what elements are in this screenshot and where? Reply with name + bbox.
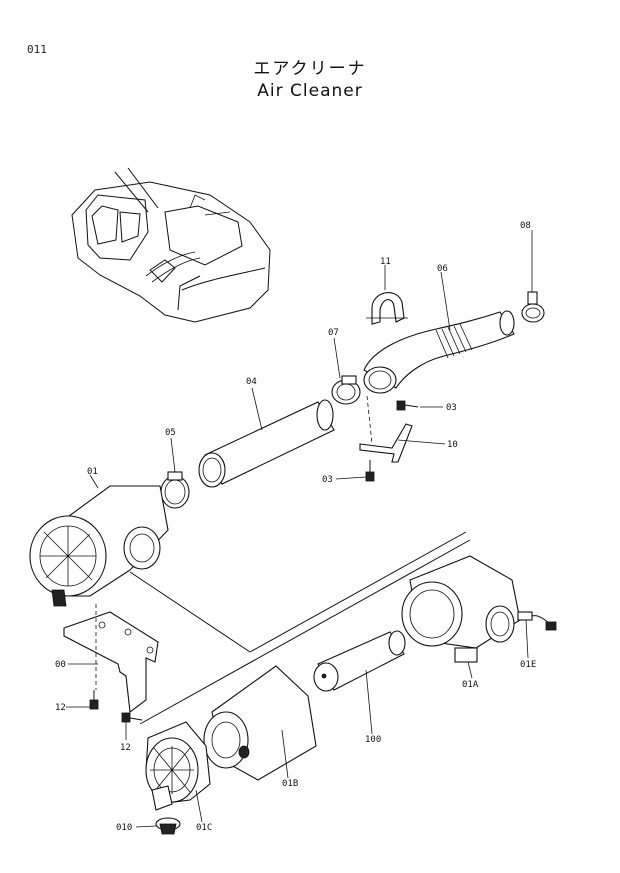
excavator-overview [71, 167, 271, 323]
label-06: 06 [437, 264, 448, 274]
label-10: 10 [447, 440, 458, 450]
label-08: 08 [520, 221, 531, 231]
part-01A-housing [401, 555, 521, 679]
part-01E-indicator-sensor [517, 611, 557, 659]
label-12-right: 12 [120, 743, 131, 753]
label-100: 100 [365, 735, 381, 745]
part-01B-outer-element [203, 665, 317, 781]
title-block: エアクリーナ Air Cleaner [180, 58, 440, 102]
label-010: 010 [116, 823, 132, 833]
label-04: 04 [246, 377, 257, 387]
title-japanese: エアクリーナ [253, 59, 367, 79]
part-03-bolt-lower [335, 460, 375, 482]
part-01C-cover [145, 721, 211, 823]
part-100-inner-element [313, 630, 406, 735]
part-010-evacuator-valve [135, 817, 181, 835]
label-01A: 01A [462, 680, 479, 690]
part-11-bracket [366, 265, 408, 325]
part-05-hose-clamp [160, 437, 190, 509]
assembly-leader-lines [129, 531, 471, 725]
part-12-bolt-left [66, 690, 99, 710]
part-04-intake-pipe [198, 387, 335, 488]
part-03-bolt-upper [396, 400, 443, 411]
part-01-air-cleaner-assembly [29, 474, 169, 607]
part-06-elbow-hose [363, 271, 515, 394]
label-12-left: 12 [55, 703, 66, 713]
part-00-mount-bracket [63, 604, 159, 714]
part-12-bolt-right [121, 712, 143, 740]
part-08-hose-clamp [521, 230, 545, 323]
page-number: 011 [27, 43, 47, 56]
label-11: 11 [380, 257, 391, 267]
label-05: 05 [165, 428, 176, 438]
label-07: 07 [328, 328, 339, 338]
label-01B: 01B [282, 779, 298, 789]
part-labels: 08 11 06 07 04 03 05 10 01 03 00 12 12 0… [55, 221, 536, 833]
label-00: 00 [55, 660, 66, 670]
label-03-lower: 03 [322, 475, 333, 485]
label-01C: 01C [196, 823, 212, 833]
label-03-upper: 03 [446, 403, 457, 413]
part-07-hose-clamp [331, 337, 361, 405]
label-01E: 01E [520, 660, 536, 670]
label-01: 01 [87, 467, 98, 477]
title-english: Air Cleaner [257, 81, 363, 101]
part-10-stay [359, 395, 446, 463]
